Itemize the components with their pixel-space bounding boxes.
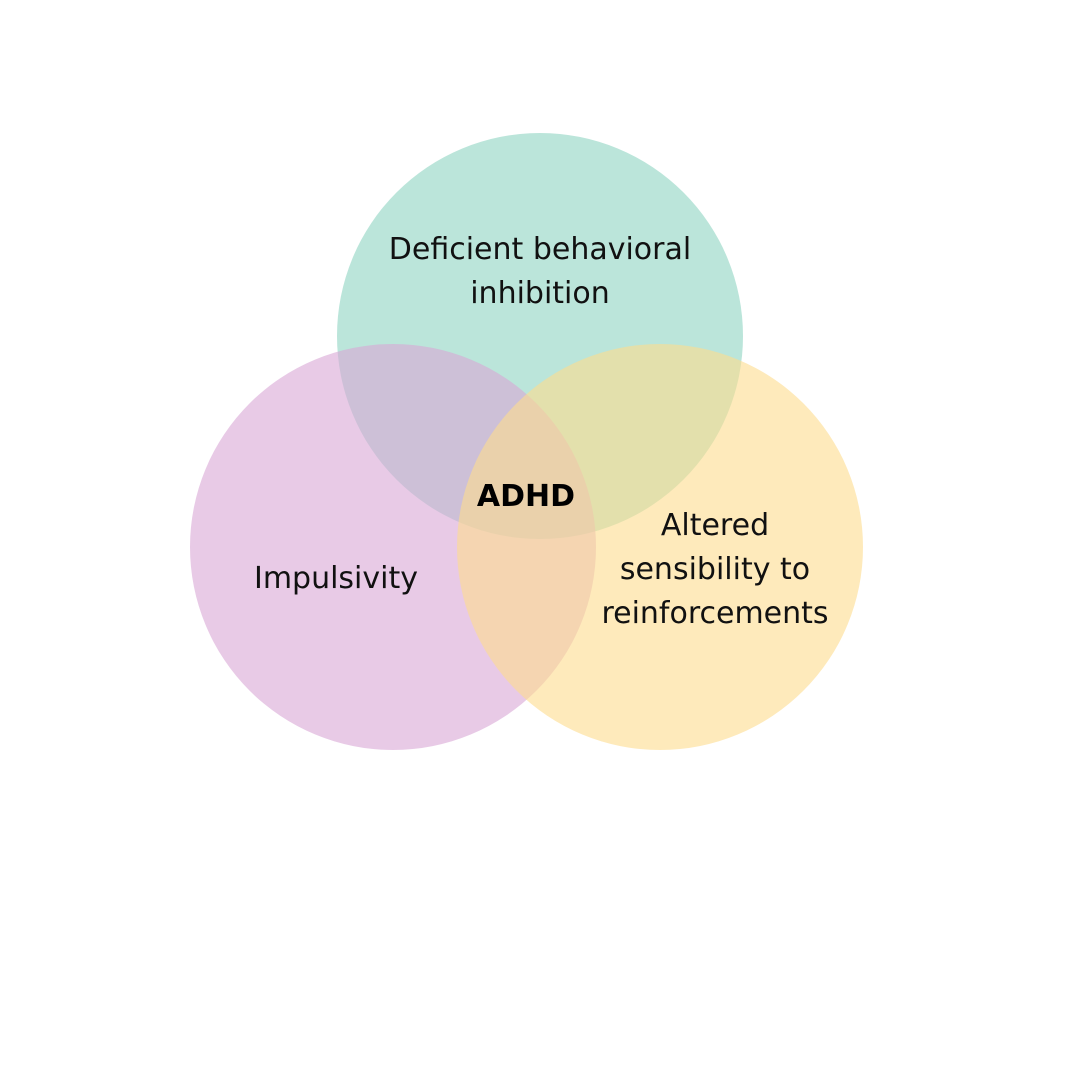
label-altered-sensibility: Altered sensibility to reinforcements	[601, 508, 829, 631]
label-adhd: ADHD	[476, 479, 576, 514]
label-deficient-behavioral-inhibition: Deficient behavioral inhibition	[388, 232, 692, 311]
label-impulsivity: Impulsivity	[253, 561, 419, 596]
circle-altered-sensibility	[457, 344, 863, 750]
